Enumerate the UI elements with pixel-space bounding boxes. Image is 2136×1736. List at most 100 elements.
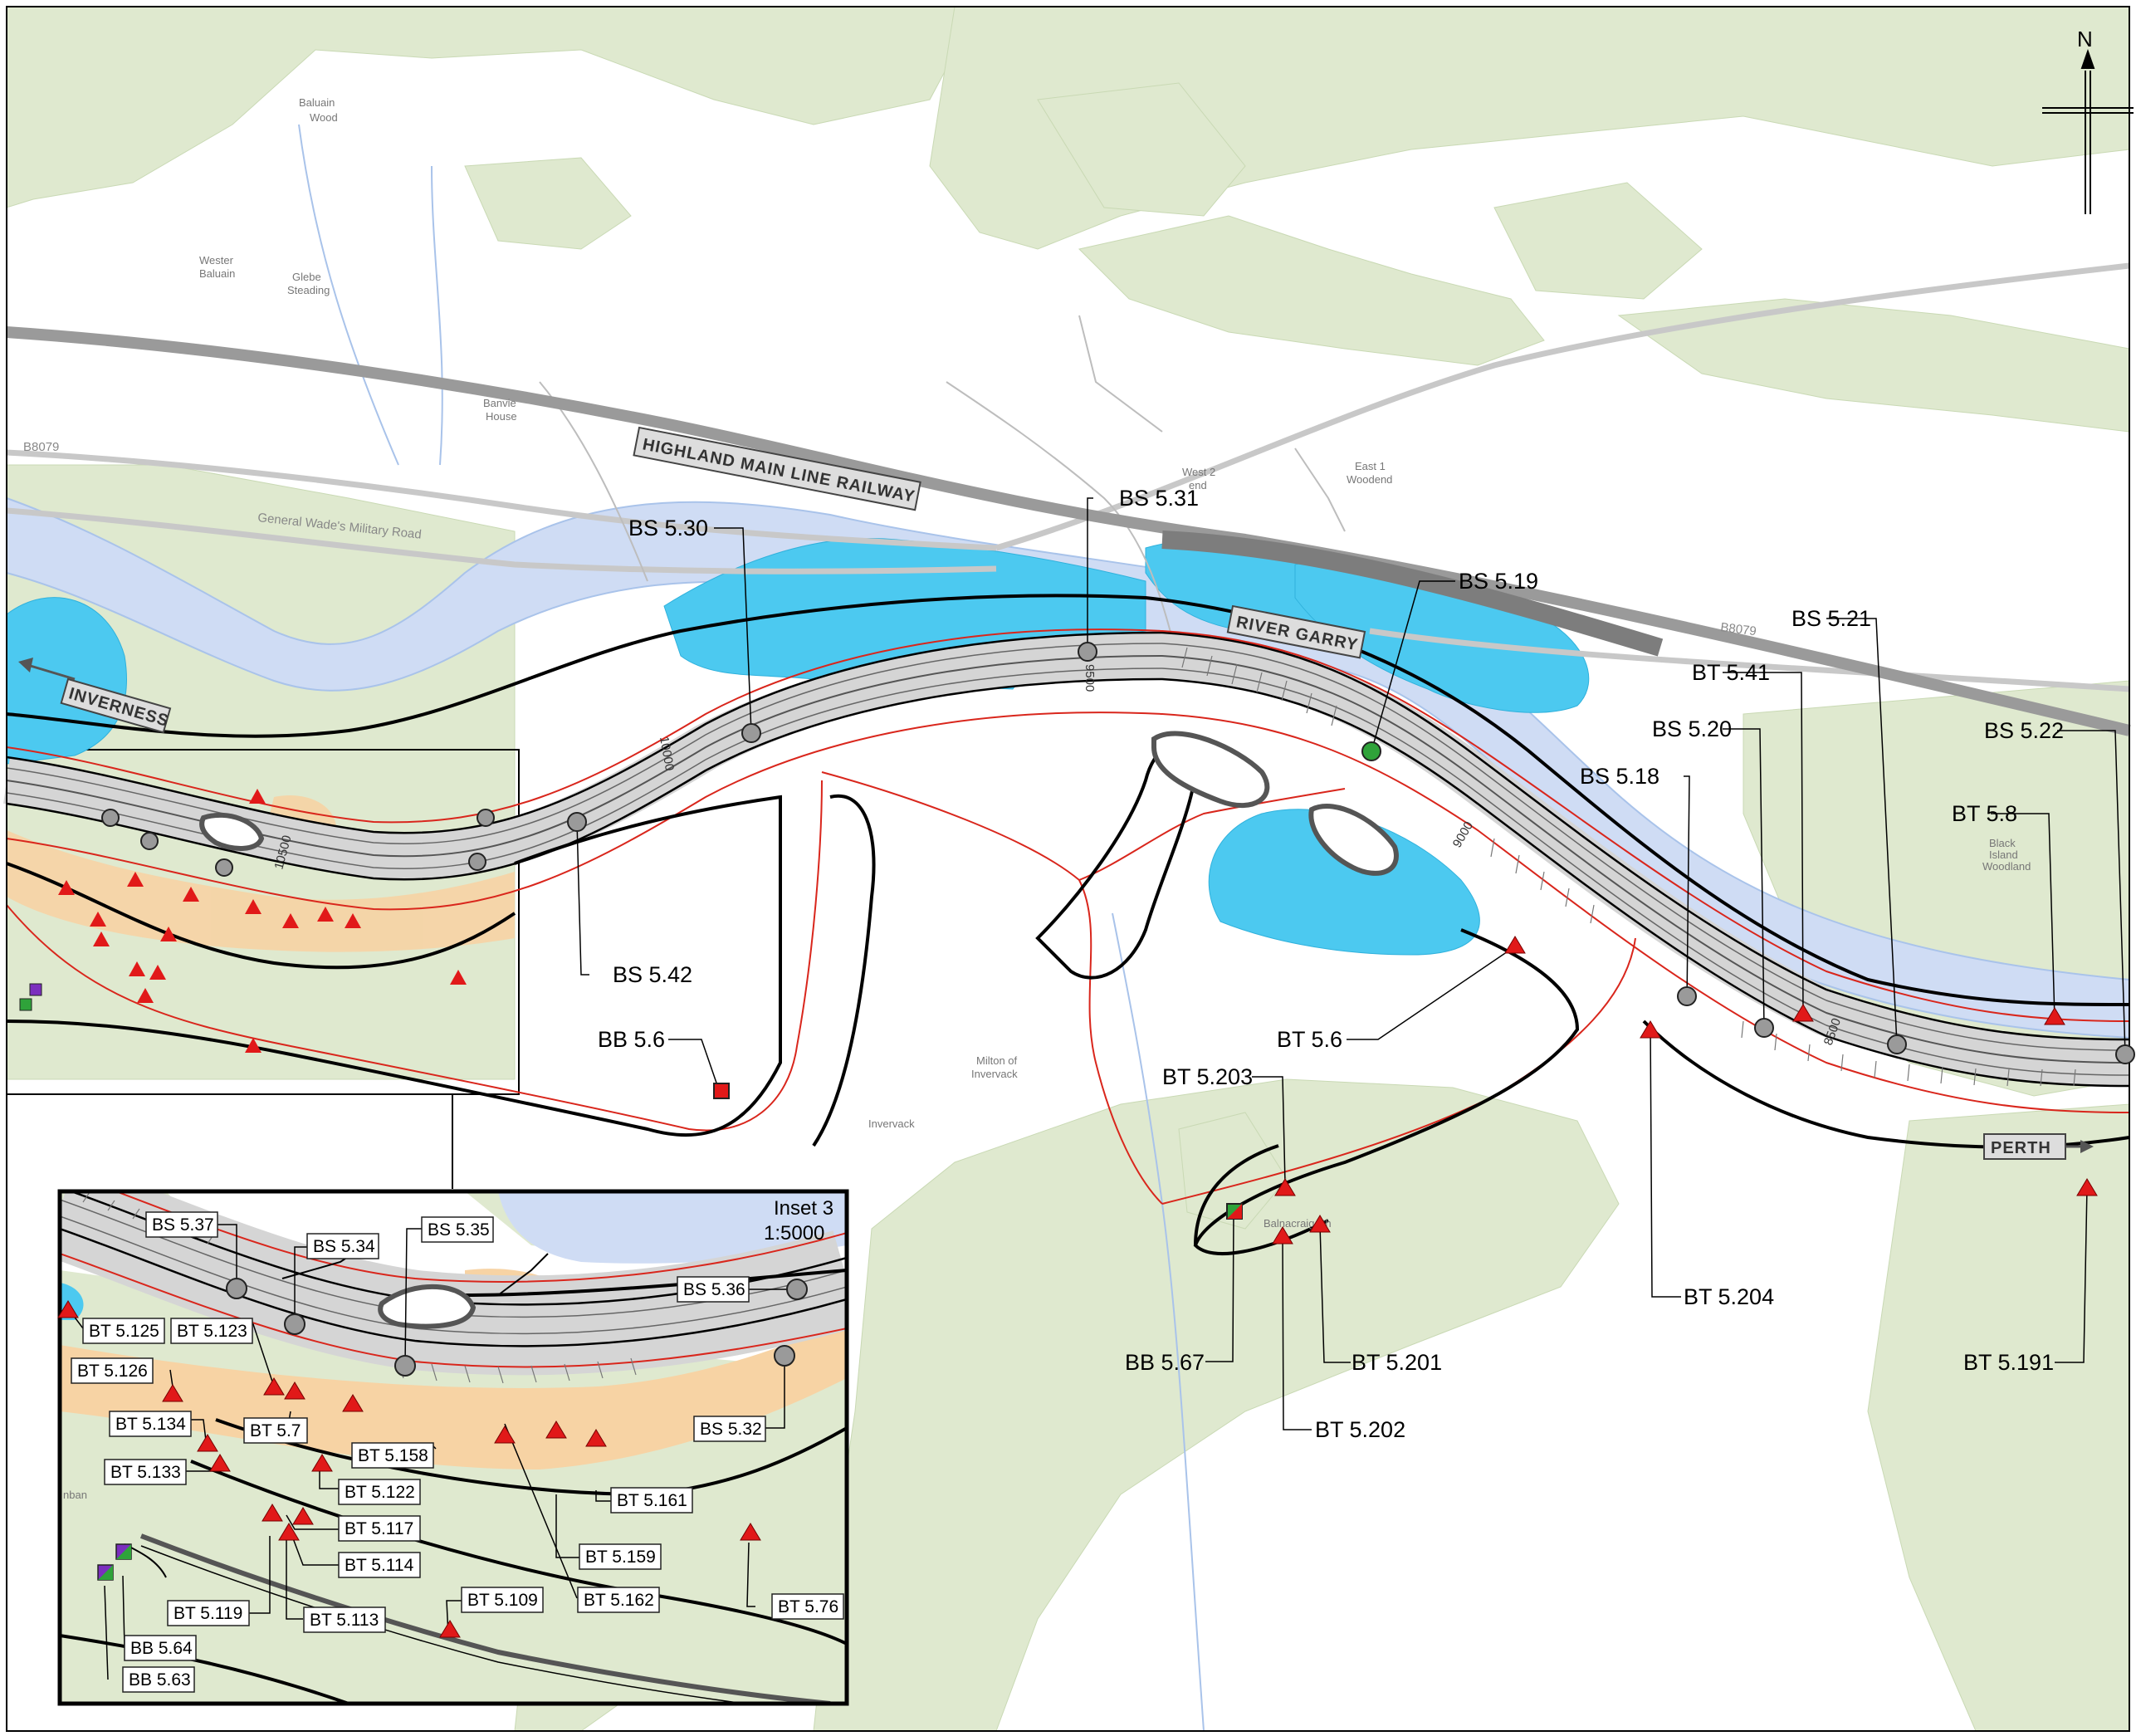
carriageway [3,631,2130,1088]
label-bs521: BS 5.21 [1791,606,1871,631]
label-bt5158: BT 5.158 [358,1446,428,1465]
label-bt5117: BT 5.117 [345,1519,413,1538]
label-bs534: BS 5.34 [313,1237,375,1256]
north-label: N [2077,27,2093,51]
main-markers [19,642,2135,1245]
label-bb56: BB 5.6 [598,1027,665,1052]
marker-bt56 [1504,936,1526,954]
svg-text:House: House [486,410,517,423]
svg-text:Black: Black [1989,837,2016,849]
marker-bt5201 [1309,1215,1331,1233]
label-bt5159: BT 5.159 [585,1548,656,1567]
inset-3: Inset 3 1:5000 nban [57,1189,849,1706]
red-boundary [6,628,2130,1205]
marker-bs518 [1677,986,1697,1006]
label-bs532: BS 5.32 [700,1420,762,1439]
inset-frame [57,1189,849,1706]
marker-bs542 [567,812,587,832]
marker-bs519 [1361,741,1381,761]
inset-place: nban [63,1489,87,1501]
perth-arrow-icon [2080,1140,2094,1153]
label-bt57: BT 5.7 [250,1421,301,1440]
marker-bs530 [741,723,761,743]
label-bt5201: BT 5.201 [1351,1350,1442,1375]
label-bs522: BS 5.22 [1984,718,2064,743]
svg-text:West 2: West 2 [1182,466,1215,478]
marker-bs520 [1754,1018,1774,1038]
label-bt5162: BT 5.162 [584,1591,654,1610]
main-leader-lines [576,497,2126,1430]
label-bs518: BS 5.18 [1580,764,1659,789]
north-arrow-icon [2042,48,2134,214]
svg-text:Invervack: Invervack [971,1068,1018,1080]
svg-text:Woodend: Woodend [1347,473,1392,486]
label-bt5109: BT 5.109 [467,1591,538,1610]
main-labels: BS 5.30 BS 5.31 BS 5.19 BS 5.21 BT 5.41 … [598,486,2064,1442]
marker-bb56 [713,1083,730,1099]
railway-line [6,326,2131,736]
marker-bt58 [2044,1007,2065,1025]
svg-text:9500: 9500 [1083,664,1097,692]
marker-bt5191 [2076,1178,2098,1196]
svg-text:Baluain: Baluain [199,267,235,280]
label-bs536: BS 5.36 [683,1280,745,1299]
road-label-b8079-west: B8079 [23,440,59,454]
railway-corridor [1161,531,1664,657]
label-bt5125: BT 5.125 [89,1322,159,1341]
place-names: Baluain Wood Wester Baluain Glebe Steadi… [199,96,2031,1230]
inset-title: Inset 3 [774,1197,833,1220]
label-bt5122: BT 5.122 [345,1483,415,1502]
label-bs530: BS 5.30 [628,516,708,540]
label-bs537: BS 5.37 [152,1215,214,1235]
label-bt5119: BT 5.119 [174,1604,242,1623]
label-bb567: BB 5.67 [1125,1350,1205,1375]
svg-text:Woodland: Woodland [1982,860,2031,873]
embankment-ticks [1181,647,2076,1087]
label-bt58: BT 5.8 [1952,801,2017,826]
roads [6,262,2130,692]
site-boundary [6,594,2130,1255]
label-bt5202: BT 5.202 [1315,1417,1405,1442]
label-bs535: BS 5.35 [428,1220,490,1240]
svg-text:Glebe: Glebe [292,271,321,283]
label-bt541: BT 5.41 [1692,660,1770,685]
streams [298,124,1205,1732]
svg-text:Milton of: Milton of [976,1054,1018,1067]
label-bb563: BB 5.63 [129,1670,191,1690]
label-bt5161: BT 5.161 [617,1491,687,1510]
svg-text:Baluain: Baluain [299,96,335,109]
ponds [199,731,1399,876]
road-label-b8079-east: B8079 [1720,620,1757,638]
marker-bb567 [1226,1203,1243,1220]
flood-areas [6,537,1590,956]
label-bt5134: BT 5.134 [115,1415,186,1434]
marker-bt541 [1792,1004,1814,1022]
marker-bt5204 [1640,1020,1661,1039]
svg-text:Wester: Wester [199,254,234,267]
label-bt5123: BT 5.123 [177,1322,247,1341]
marker-bs521 [1887,1034,1907,1054]
marker-bs531 [1078,642,1097,662]
svg-text:East 1: East 1 [1355,460,1386,472]
svg-text:Wood: Wood [310,111,338,124]
inset-labels: BS 5.37 BS 5.34 BS 5.35 BS 5.36 BT 5.125… [71,1211,844,1693]
label-bt56: BT 5.6 [1277,1027,1342,1052]
label-bt5203: BT 5.203 [1162,1064,1253,1089]
label-bs519: BS 5.19 [1459,569,1538,594]
svg-text:Invervack: Invervack [868,1117,915,1130]
label-bt576: BT 5.76 [778,1597,838,1616]
inset-scale: 1:5000 [764,1222,824,1245]
label-bs531: BS 5.31 [1119,486,1199,511]
label-bs520: BS 5.20 [1652,716,1732,741]
perth-tag: PERTH [1983,1133,2094,1160]
label-bt5126: BT 5.126 [77,1362,148,1381]
map-frame [6,6,2130,1732]
label-bt5191: BT 5.191 [1963,1350,2054,1375]
marker-bt5203 [1274,1178,1296,1196]
svg-text:Steading: Steading [287,284,330,296]
label-bb564: BB 5.64 [130,1639,193,1658]
svg-text:Banvie: Banvie [483,397,516,409]
svg-text:PERTH: PERTH [1991,1139,2051,1157]
label-bt5114: BT 5.114 [345,1556,414,1575]
